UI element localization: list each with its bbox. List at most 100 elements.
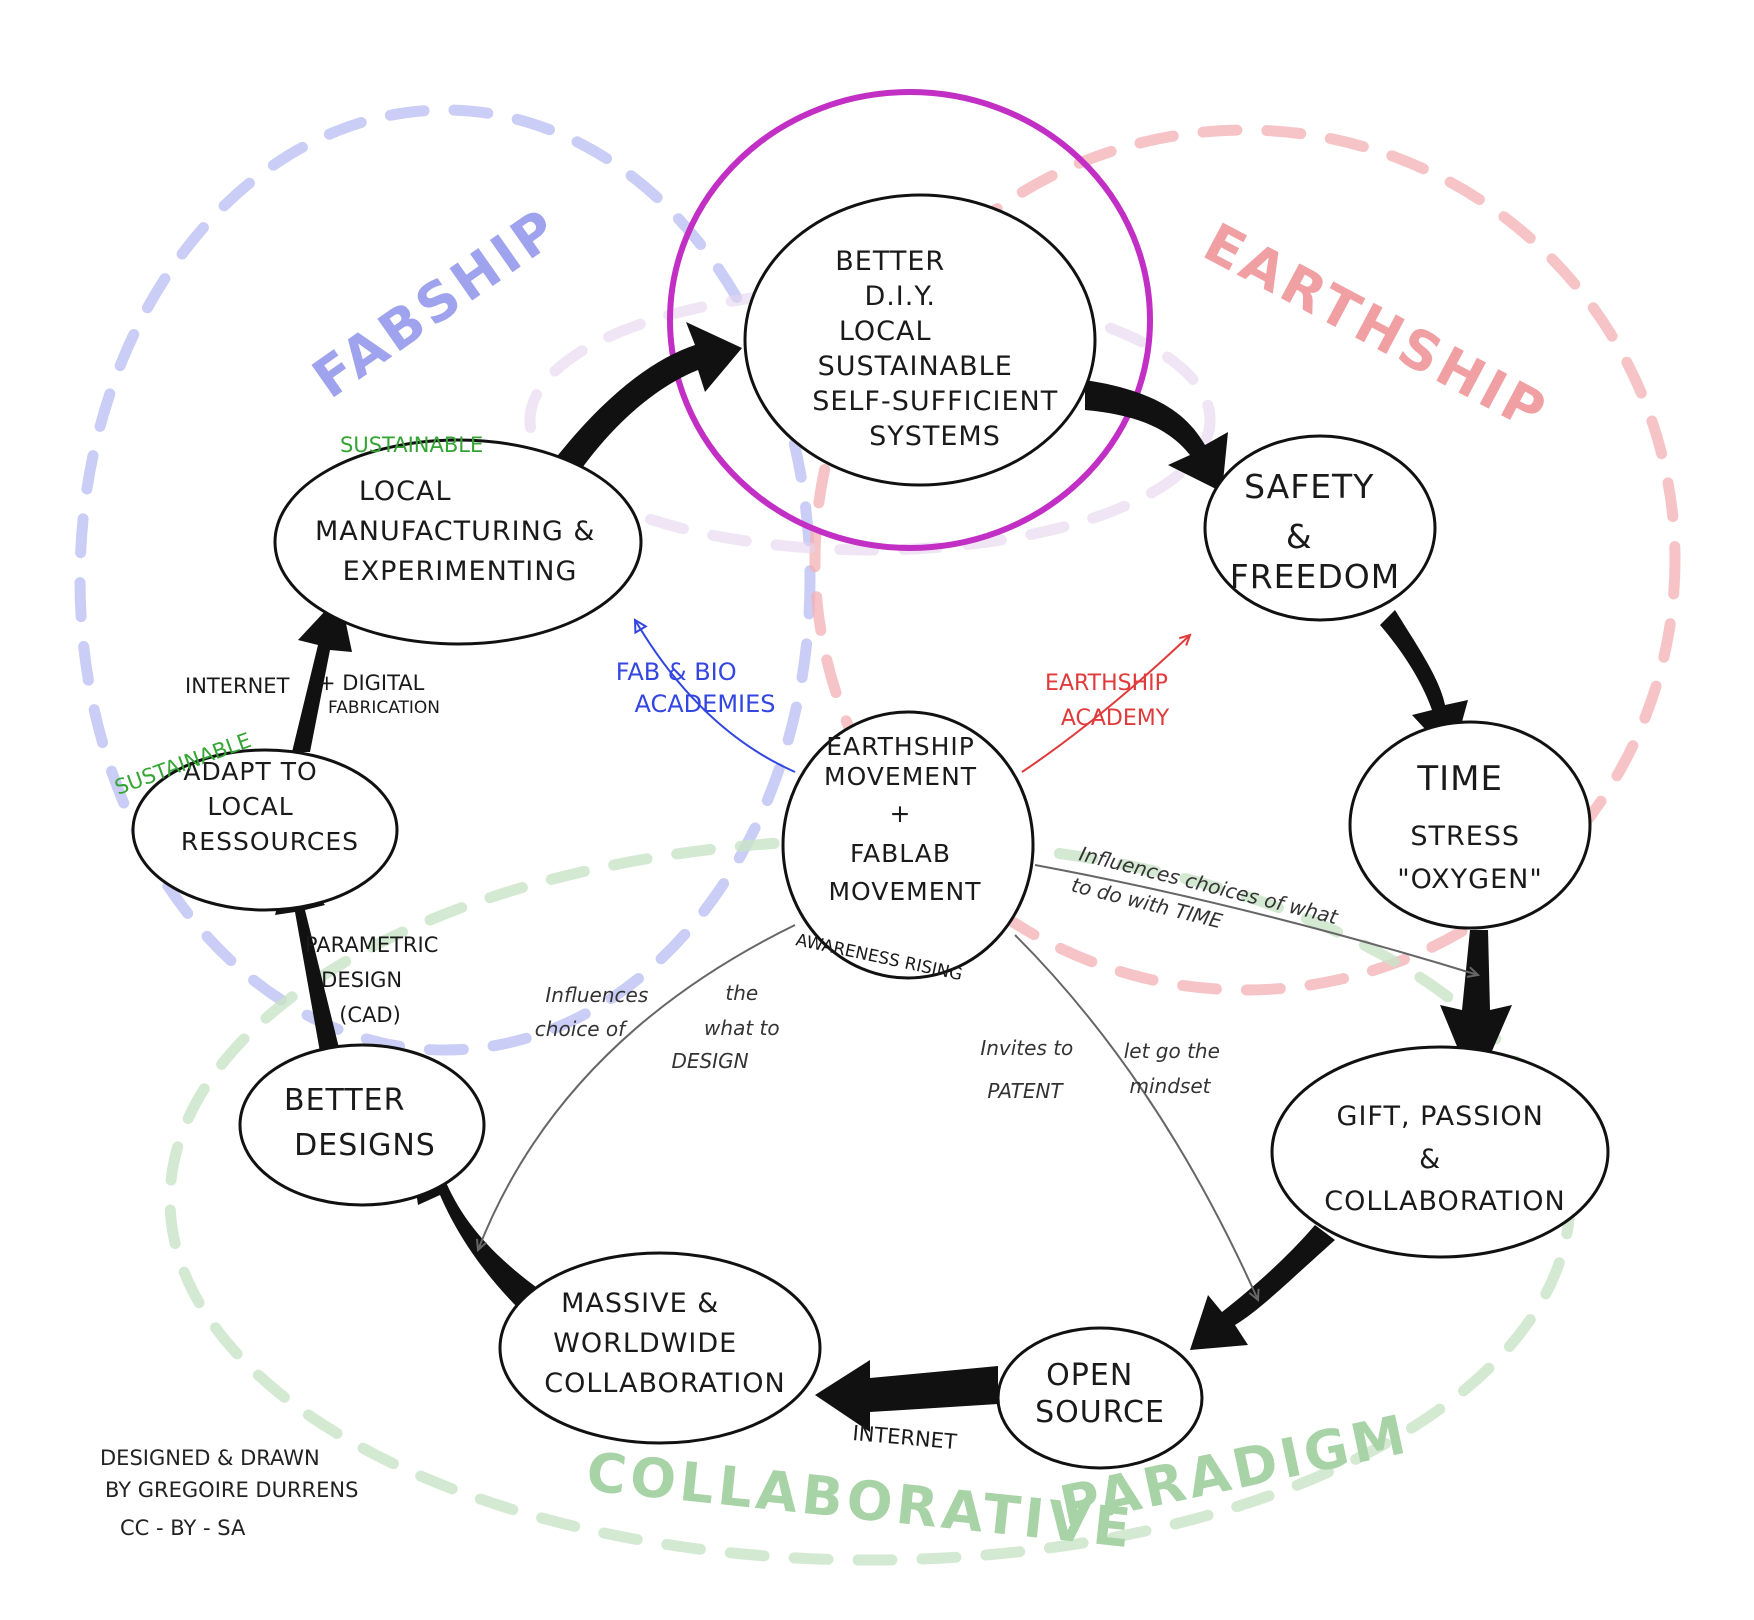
node-line: MANUFACTURING & <box>315 516 595 547</box>
label-line: FABRICATION <box>328 698 440 718</box>
node-line: FREEDOM <box>1230 557 1400 596</box>
node-opensource-shape <box>996 1326 1204 1470</box>
note-invites-right: let go the mindset <box>1124 1039 1227 1098</box>
node-designs-shape <box>238 1043 486 1207</box>
note-influences-design-right: the what to DESIGN <box>671 981 786 1073</box>
node-line: BETTER <box>835 246 945 277</box>
node-line: TIME <box>1416 759 1503 799</box>
note-line: what to <box>704 1016 780 1040</box>
label-line: EARTHSHIP <box>1045 671 1168 696</box>
credit-line: CC - BY - SA <box>120 1516 246 1540</box>
node-shapes <box>131 193 1610 1470</box>
node-center-shape <box>781 710 1035 980</box>
node-line: COLLABORATION <box>544 1368 786 1399</box>
node-better-diy: BETTER D.I.Y. LOCAL SUSTAINABLE SELF-SUF… <box>812 246 1068 452</box>
node-time-shape <box>1348 720 1592 930</box>
note-line: PATENT <box>987 1079 1064 1103</box>
label-line: (CAD) <box>339 1003 401 1027</box>
label-sustainable-top: SUSTAINABLE <box>340 433 483 457</box>
node-line: SYSTEMS <box>869 421 1001 452</box>
arrow-center-to-fab-academies <box>633 618 796 773</box>
node-line: MOVEMENT <box>828 877 981 906</box>
node-manufacturing-shape <box>273 438 643 646</box>
node-better-diy-shape <box>743 193 1097 487</box>
node-line: MASSIVE & <box>561 1288 719 1319</box>
note-line: Invites to <box>980 1036 1073 1060</box>
node-line: EARTHSHIP <box>826 732 975 761</box>
arrow-safety-to-time <box>1380 610 1468 758</box>
node-line: DESIGNS <box>294 1128 436 1163</box>
node-line: ADAPT TO <box>183 757 317 786</box>
label-internet-bottom: INTERNET <box>852 1421 958 1454</box>
node-safety-shape <box>1203 434 1437 622</box>
node-adapt: ADAPT TO LOCAL RESSOURCES <box>181 757 359 856</box>
node-line: EXPERIMENTING <box>343 556 578 587</box>
note-line: mindset <box>1130 1074 1212 1098</box>
label-digital-fabrication: + DIGITAL FABRICATION <box>318 671 440 718</box>
arrow-time-to-gift <box>1440 930 1512 1090</box>
label-fab-academies: FAB & BIO ACADEMIES <box>616 658 776 718</box>
influence-arrows <box>478 618 1478 1300</box>
credit: DESIGNED & DRAWN BY GREGOIRE DURRENS CC … <box>100 1446 365 1540</box>
label-earthship-academy: EARTHSHIP ACADEMY <box>1045 671 1175 731</box>
node-line: OPEN <box>1046 1358 1133 1393</box>
note-line: choice of <box>535 1017 628 1041</box>
arrow-opensource-to-massive <box>815 1360 998 1432</box>
note-line: DESIGN <box>671 1049 748 1073</box>
fabship-zone <box>74 104 816 1056</box>
node-line: SUSTAINABLE <box>818 351 1013 382</box>
node-line: LOCAL <box>359 476 452 507</box>
node-line: SAFETY <box>1244 467 1374 506</box>
arrow-massive-to-designs <box>410 1150 540 1310</box>
arrow-manufacturing-to-diy <box>548 322 742 478</box>
node-designs: BETTER DESIGNS <box>284 1083 436 1163</box>
node-line: D.I.Y. <box>864 281 936 312</box>
credit-line: BY GREGOIRE DURRENS <box>105 1478 358 1502</box>
node-massive: MASSIVE & WORLDWIDE COLLABORATION <box>544 1288 786 1399</box>
highlight-circle <box>667 89 1153 551</box>
note-line: Influences <box>545 983 648 1007</box>
node-manufacturing: LOCAL MANUFACTURING & EXPERIMENTING <box>315 476 605 587</box>
label-line: ACADEMIES <box>635 690 776 718</box>
node-line: STRESS <box>1410 821 1520 852</box>
label-line: PARAMETRIC <box>305 933 438 957</box>
node-opensource: OPEN SOURCE <box>1035 1358 1165 1430</box>
arrow-center-to-massive <box>478 924 796 1250</box>
node-line: LOCAL <box>839 316 932 347</box>
node-line: FABLAB <box>850 839 951 868</box>
credit-line: DESIGNED & DRAWN <box>100 1446 320 1470</box>
node-line: RESSOURCES <box>181 827 359 856</box>
note-line: the <box>725 981 758 1005</box>
node-center: EARTHSHIP MOVEMENT + FABLAB MOVEMENT <box>824 732 986 906</box>
label-parametric: PARAMETRIC DESIGN (CAD) <box>305 933 445 1027</box>
note-influences-design-left: Influences choice of <box>535 983 655 1041</box>
node-line: GIFT, PASSION <box>1337 1101 1544 1132</box>
label-line: ACADEMY <box>1061 706 1170 731</box>
node-gift-shape <box>1270 1045 1610 1259</box>
arrow-center-to-time <box>1034 864 1478 975</box>
node-time: TIME STRESS "OXYGEN" <box>1397 759 1543 895</box>
node-line: "OXYGEN" <box>1397 864 1543 895</box>
arrow-gift-to-opensource <box>1190 1225 1335 1350</box>
label-line: FAB & BIO <box>616 658 737 686</box>
node-safety: SAFETY & FREEDOM <box>1230 467 1400 596</box>
node-line: BETTER <box>284 1083 405 1118</box>
node-gift: GIFT, PASSION & COLLABORATION <box>1324 1101 1566 1217</box>
label-line: + DIGITAL <box>318 671 425 695</box>
arrow-center-to-opensource <box>1014 934 1258 1300</box>
node-line: MOVEMENT <box>824 762 977 791</box>
label-internet-top: INTERNET <box>185 674 290 698</box>
note-line: let go the <box>1124 1039 1220 1063</box>
zone-label-earthship: EARTHSHIP <box>1194 211 1559 445</box>
node-line: COLLABORATION <box>1324 1186 1566 1217</box>
arrow-center-to-earthship-academy <box>1021 635 1190 773</box>
node-line: SOURCE <box>1035 1395 1165 1430</box>
node-adapt-shape <box>131 748 399 912</box>
earthship-zone <box>809 124 1681 996</box>
note-invites-left: Invites to PATENT <box>980 1036 1079 1103</box>
node-line: SELF-SUFFICIENT <box>812 386 1058 417</box>
node-line: + <box>890 799 912 828</box>
zone-label-fabship: FABSHIP <box>301 195 571 410</box>
node-line: LOCAL <box>207 792 293 821</box>
